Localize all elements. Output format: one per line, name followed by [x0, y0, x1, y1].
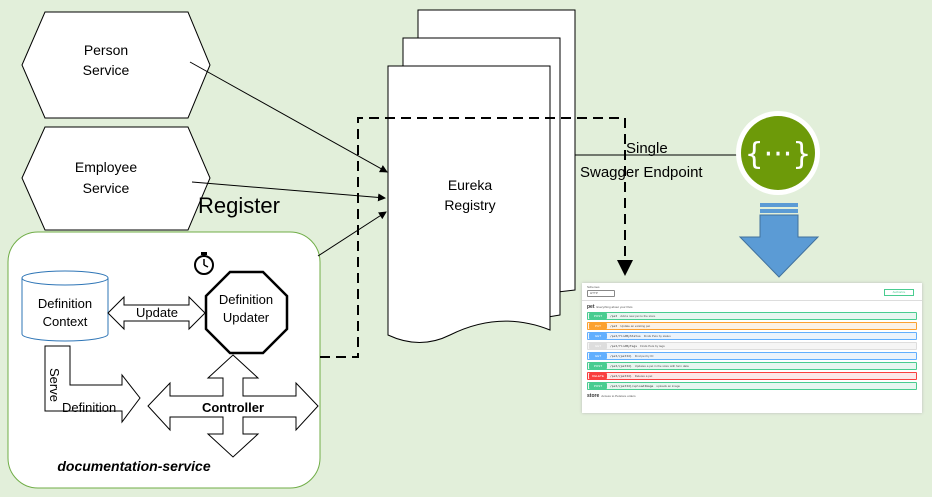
operation-row[interactable]: POST/pet/{petId}Updates a pet in the sto…	[587, 362, 917, 370]
operation-summary: Add a new pet to the store	[620, 314, 656, 318]
schemes-label: Schemes	[587, 285, 600, 289]
method-badge: PUT	[589, 323, 607, 329]
operation-summary: Find pet by ID	[634, 354, 654, 358]
serve-definition-arrow: Serve Definition	[44, 345, 141, 424]
definition-context-database: Definition Context	[21, 270, 109, 342]
operation-path: /pet	[610, 314, 618, 318]
operation-summary: uploads an image	[656, 384, 681, 388]
operation-summary: Update an existing pet	[620, 324, 651, 328]
svg-text:Serve: Serve	[47, 368, 62, 402]
stopwatch-icon	[194, 252, 214, 275]
employee-service-label: Employee	[75, 159, 137, 175]
down-arrow-icon	[738, 203, 820, 278]
operation-path: /pet/{petId}	[610, 374, 632, 378]
operation-summary: Updates a pet in the store with form dat…	[634, 364, 689, 368]
person-service-label: Person	[84, 42, 128, 58]
dashed-flow-arrow	[320, 117, 633, 358]
scheme-select[interactable]: HTTP	[587, 290, 615, 297]
employee-register-arrow	[191, 181, 386, 202]
documentation-register-arrow	[317, 211, 387, 257]
method-badge: POST	[589, 363, 607, 369]
operation-row[interactable]: GET/pet/{petId}Find pet by ID	[587, 352, 917, 360]
operation-path: /pet	[610, 324, 618, 328]
method-badge: GET	[589, 333, 607, 339]
svg-text:Definition: Definition	[38, 296, 92, 311]
update-double-arrow: Update	[107, 295, 206, 331]
operation-path: /pet/findByStatus	[610, 334, 641, 338]
person-service-node: Person Service	[21, 11, 211, 119]
method-badge: POST	[589, 313, 607, 319]
svg-text:Registry: Registry	[444, 197, 495, 213]
svg-text:Definition: Definition	[62, 400, 116, 415]
method-badge: POST	[589, 383, 607, 389]
operation-path: /pet/{petId}	[610, 364, 632, 368]
operation-summary: Deletes a pet	[634, 374, 653, 378]
endpoint-label-2: Swagger Endpoint	[580, 164, 703, 181]
endpoint-label: Single	[626, 140, 668, 157]
svg-text:{···}: {···}	[745, 137, 812, 172]
tag-store-description: Access to Petstore orders	[601, 394, 636, 398]
operation-path: /pet/{petId}	[610, 354, 632, 358]
operation-summary: Finds Pets by status	[643, 334, 671, 338]
tag-store-name: store	[587, 393, 600, 399]
eureka-registry-node: Eureka Registry	[387, 9, 576, 343]
operation-row[interactable]: DELETE/pet/{petId}Deletes a pet	[587, 372, 917, 380]
employee-service-label-2: Service	[83, 180, 130, 196]
svg-text:Update: Update	[136, 305, 178, 320]
svg-text:Context: Context	[43, 314, 88, 329]
method-badge: GET	[589, 343, 607, 349]
definition-updater-node: Definition Updater	[204, 270, 289, 355]
svg-text:Controller: Controller	[202, 400, 264, 415]
employee-service-node: Employee Service	[21, 126, 211, 231]
method-badge: GET	[589, 353, 607, 359]
method-badge: DELETE	[589, 373, 607, 379]
person-service-label-2: Service	[83, 62, 130, 78]
person-register-arrow	[189, 61, 388, 173]
svg-text:Definition: Definition	[219, 292, 273, 307]
swagger-logo-icon: {···}	[736, 111, 820, 195]
register-label: Register	[198, 193, 280, 218]
operation-summary: Finds Pets by tags	[640, 344, 665, 348]
operation-path: /pet/{petId}/uploadImage	[610, 384, 654, 388]
controller-node: Controller	[147, 354, 319, 458]
svg-text:Eureka: Eureka	[448, 177, 493, 193]
authorize-button[interactable]: Authorize	[884, 289, 914, 296]
svg-text:Updater: Updater	[223, 310, 270, 325]
operation-path: /pet/findByTags	[610, 344, 638, 348]
documentation-service-label: documentation-service	[57, 458, 210, 474]
